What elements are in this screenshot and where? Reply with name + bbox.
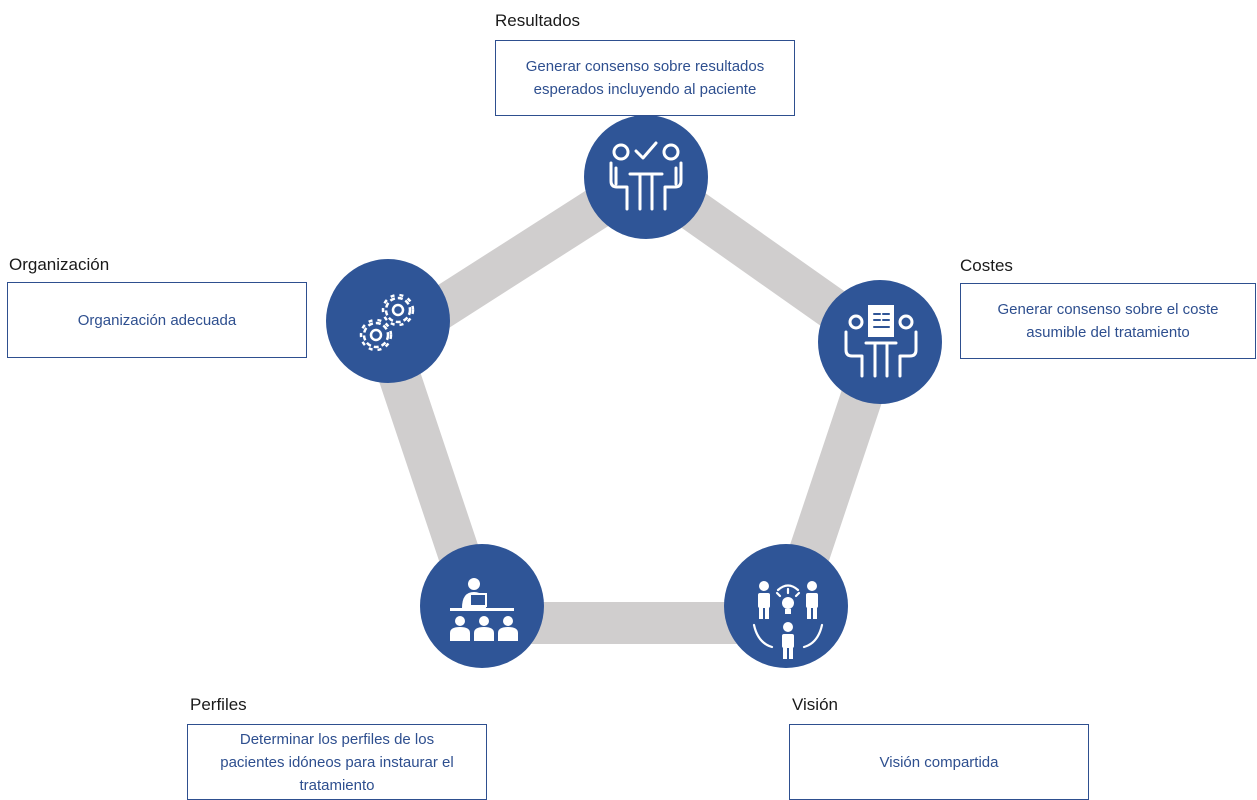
presentation-audience-icon — [450, 578, 518, 641]
node-perfiles-circle — [420, 544, 544, 668]
node-costes-heading: Costes — [960, 256, 1013, 275]
node-resultados-box: Generar consenso sobre resultados espera… — [495, 40, 795, 116]
node-perfiles-box: Determinar los perfiles de los pacientes… — [187, 724, 487, 800]
meeting-document-icon — [844, 305, 918, 378]
node-perfiles-heading: Perfiles — [190, 695, 247, 714]
node-vision-circle — [724, 544, 848, 668]
node-resultados-heading: Resultados — [495, 11, 581, 30]
node-organizacion-box: Organización adecuada — [7, 282, 307, 358]
node-perfiles-text: Determinar los perfiles de los pacientes… — [220, 730, 454, 794]
gears-icon — [359, 293, 415, 352]
node-vision-heading: Visión — [792, 695, 838, 714]
node-organizacion-text: Organización adecuada — [77, 311, 237, 329]
meeting-check-icon — [609, 141, 683, 211]
node-organizacion-circle — [326, 259, 450, 383]
node-vision-box: Visión compartida — [789, 724, 1089, 800]
node-costes-box: Generar consenso sobre el coste asumible… — [960, 283, 1256, 359]
node-organizacion-heading: Organización — [9, 255, 110, 274]
idea-sharing-icon — [758, 581, 818, 659]
node-vision-text: Visión compartida — [879, 753, 999, 771]
node-costes-circle — [818, 280, 942, 404]
node-resultados-text: Generar consenso sobre resultados espera… — [525, 58, 765, 98]
node-resultados-circle — [584, 115, 708, 239]
node-costes-text: Generar consenso sobre el coste asumible… — [997, 301, 1219, 341]
